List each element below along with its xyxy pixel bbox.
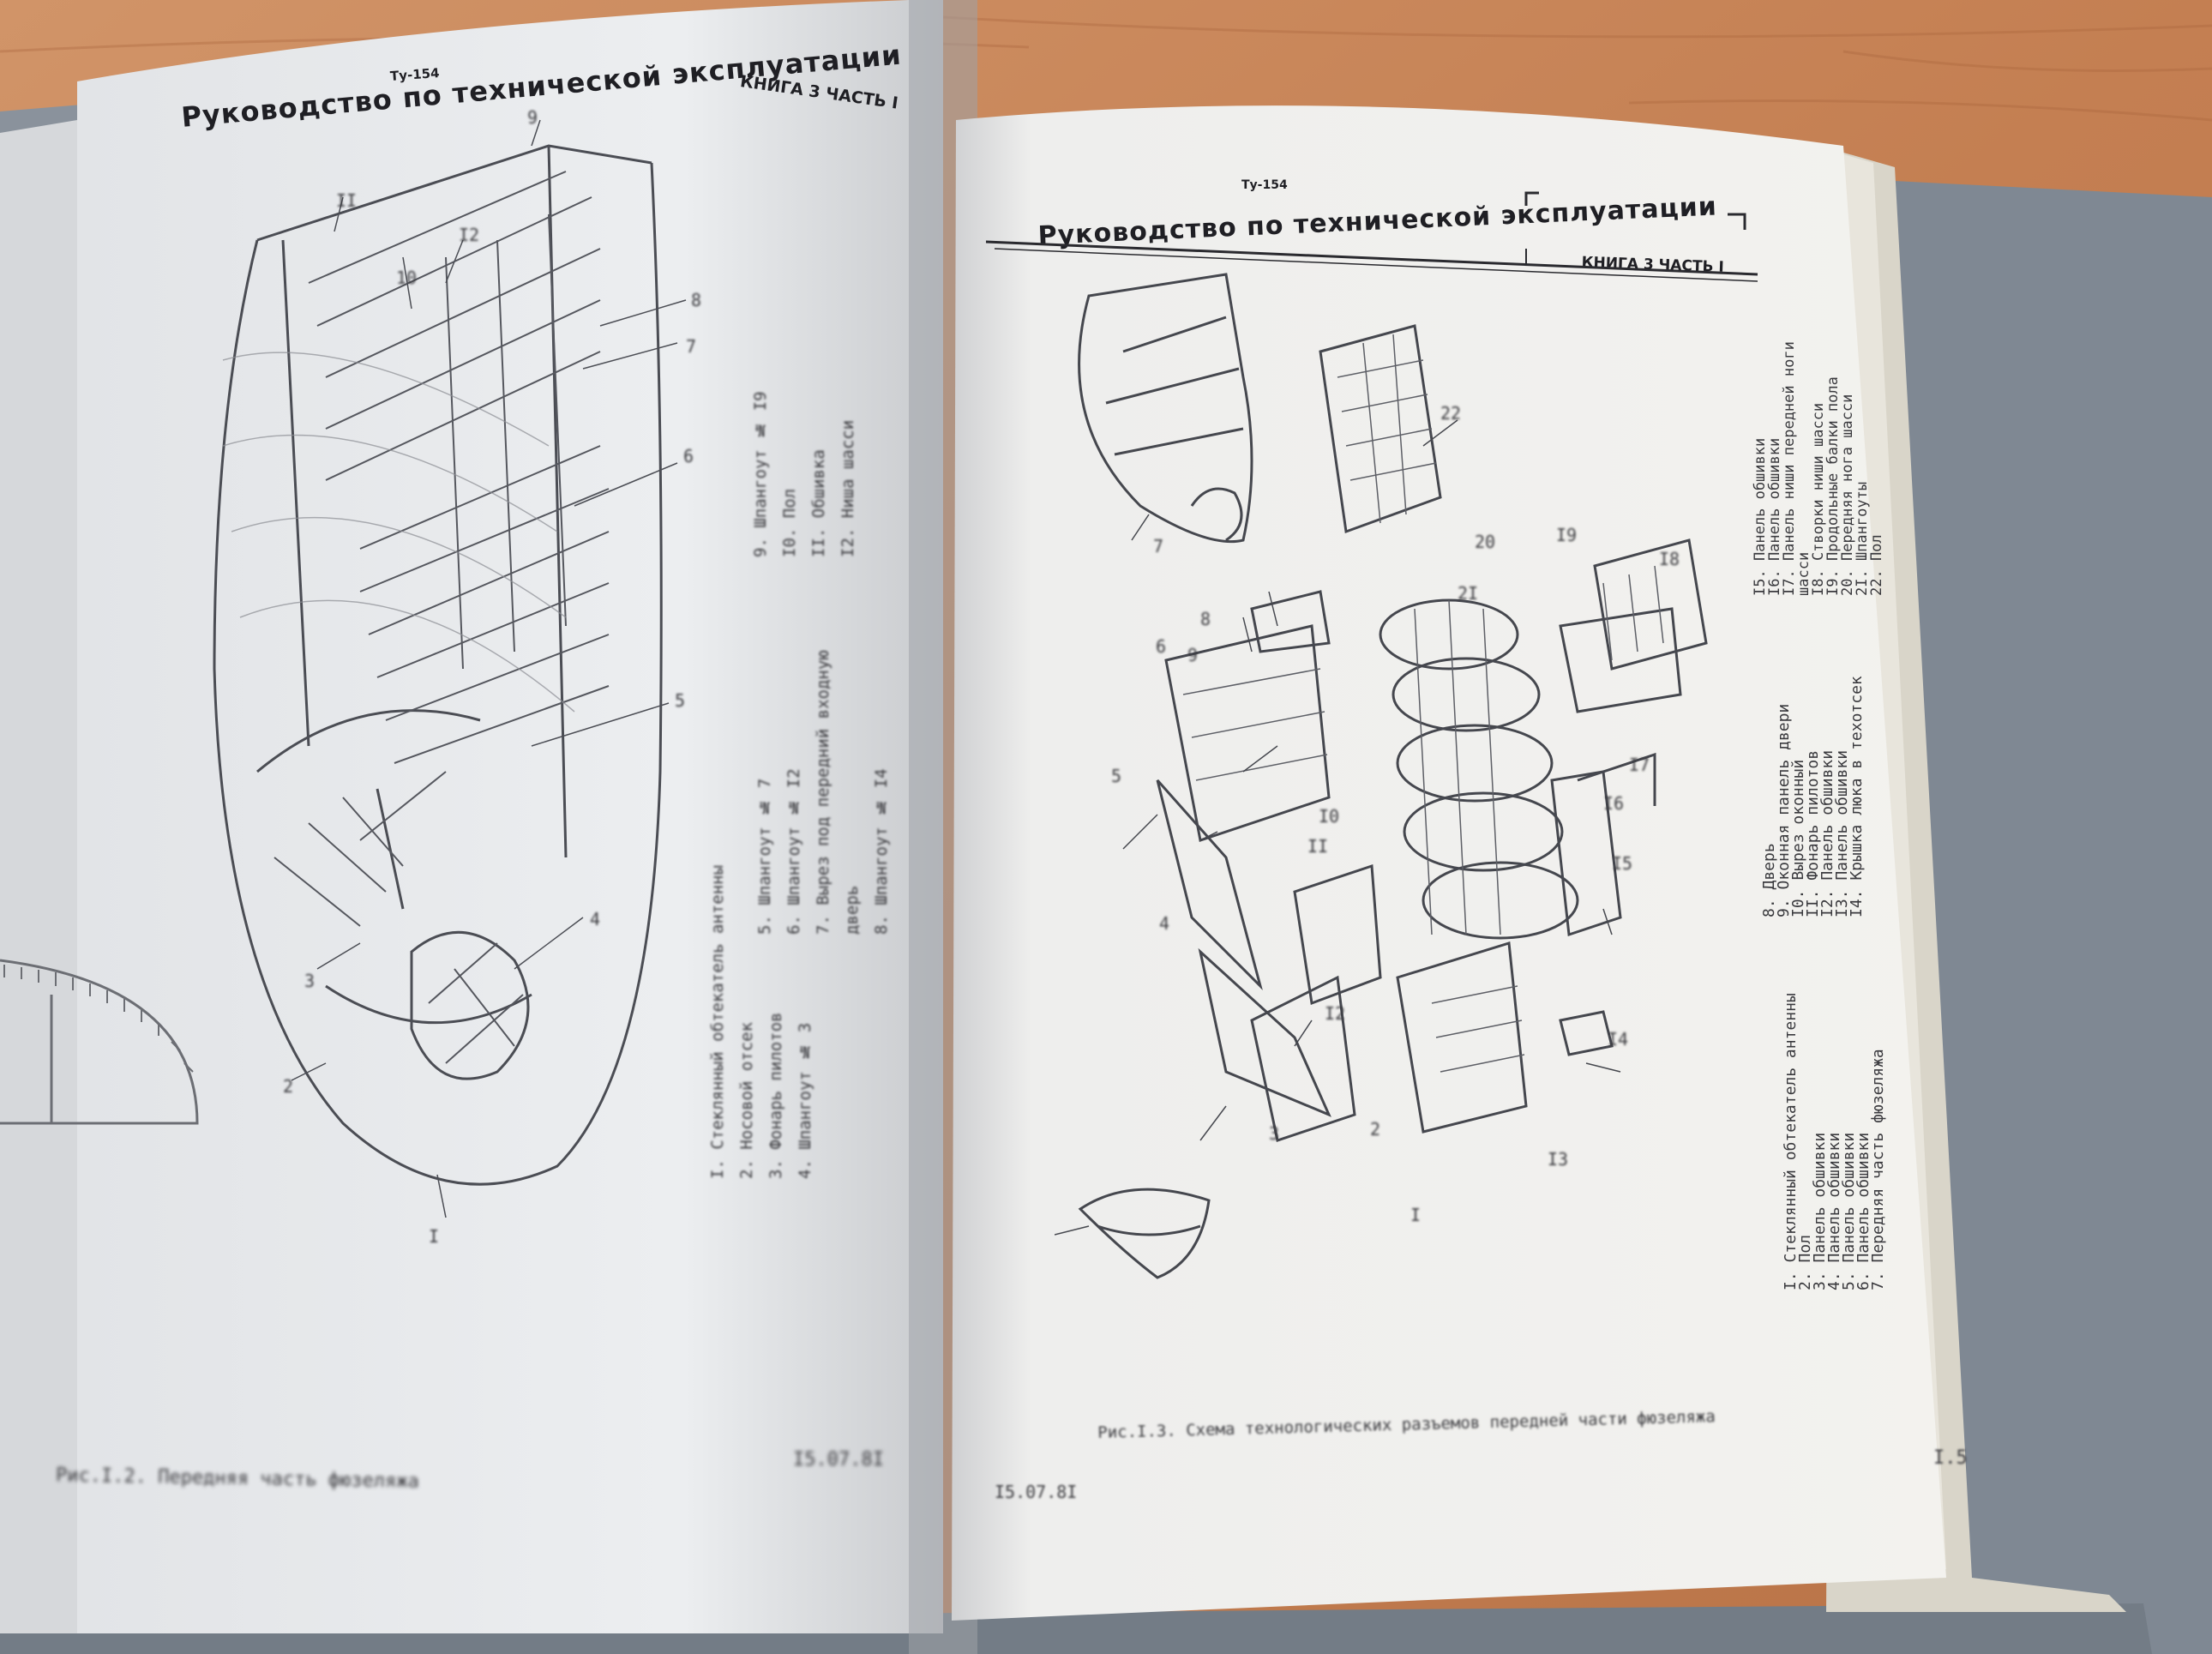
right-legend-column-3: I5. Панель обшивки I6. Панель обшивки I7… <box>1752 339 1885 596</box>
right-aircraft-label: Ту-154 <box>1241 178 1288 192</box>
left-callout: 5 <box>675 690 686 711</box>
right-callout: I0 <box>1319 806 1340 827</box>
left-legend-column-2: 5. Шпангоут № 7 6. Шпангоут № I2 7. Выре… <box>750 592 896 935</box>
forward-fuselage-cutaway-diagram <box>0 119 687 1218</box>
left-callout: 8 <box>691 290 702 310</box>
right-callout: 5 <box>1111 766 1122 786</box>
left-legend-item: I0. Пол <box>780 488 799 557</box>
right-callout: 4 <box>1159 913 1170 934</box>
left-legend-item: 6. Шпангоут № I2 <box>784 768 803 935</box>
right-callout: I9 <box>1556 525 1578 545</box>
right-callout: 22 <box>1440 403 1462 424</box>
left-callout: 10 <box>396 268 418 288</box>
right-callout: 6 <box>1156 636 1167 657</box>
left-legend-item: 9. Шпангоут № I9 <box>751 391 770 557</box>
right-callout: 7 <box>1153 536 1164 556</box>
left-callout: 4 <box>590 909 601 929</box>
left-legend-item: 7. Вырез под передний входную дверь <box>814 650 862 935</box>
left-legend-item: I. Стеклянный обтекатель антенны <box>708 864 727 1179</box>
left-legend-item: 8. Шпангоут № I4 <box>872 768 891 935</box>
right-legend-item: 7. Передняя часть фюзеляжа <box>1869 1049 1887 1290</box>
right-callout: 2I <box>1458 583 1479 604</box>
right-page-number: I.5 <box>1933 1447 1968 1469</box>
left-callout: I <box>429 1226 440 1247</box>
left-callout: 6 <box>683 446 694 466</box>
right-callout: I <box>1410 1205 1422 1225</box>
right-callout: 3 <box>1269 1123 1280 1144</box>
right-callout: 2 <box>1370 1119 1381 1140</box>
right-header-rule <box>986 191 1758 282</box>
right-callout: I5 <box>1612 853 1633 874</box>
left-callout: 3 <box>304 971 316 991</box>
left-callout: 9 <box>527 107 538 128</box>
right-legend-item: I4. Крышка люка в техотсек <box>1848 676 1866 917</box>
right-callout: I3 <box>1548 1149 1569 1170</box>
left-callout: 2 <box>283 1076 294 1097</box>
right-callout: I4 <box>1608 1029 1629 1050</box>
right-callout: II <box>1307 836 1329 857</box>
right-legend-item: I7. Панель ниши передней ноги шасси <box>1781 341 1812 596</box>
left-callout: 7 <box>686 336 697 357</box>
left-legend-item: II. Обшивка <box>809 449 828 557</box>
left-legend-column-3: 9. Шпангоут № I9 I0. Пол II. Обшивка I2.… <box>746 257 863 557</box>
right-legend-item: 22. Пол <box>1868 534 1885 596</box>
left-legend-item: I2. Ниша шасси <box>839 419 857 557</box>
right-callout: 9 <box>1187 645 1199 665</box>
left-callout: I2 <box>459 225 480 245</box>
right-callout: 20 <box>1475 532 1496 552</box>
right-callout: I8 <box>1659 549 1680 569</box>
fuselage-manufacturing-breaks-diagram <box>1055 273 1708 1279</box>
right-callout: I2 <box>1325 1003 1346 1024</box>
right-callout: 8 <box>1200 609 1211 629</box>
right-callout: I6 <box>1603 793 1625 814</box>
left-legend-item: 5. Шпангоут № 7 <box>755 778 774 935</box>
left-page-date: I5.07.8I <box>793 1449 884 1471</box>
left-callout: II <box>336 190 358 211</box>
right-legend-column-1: I. Стеклянный обтекатель антенны 2. Пол … <box>1782 947 1887 1290</box>
right-page-date: I5.07.8I <box>995 1482 1078 1502</box>
right-legend-column-2: 8. Дверь 9. Оконная панель двери I0. Выр… <box>1760 652 1866 917</box>
right-callout: I7 <box>1629 755 1650 775</box>
